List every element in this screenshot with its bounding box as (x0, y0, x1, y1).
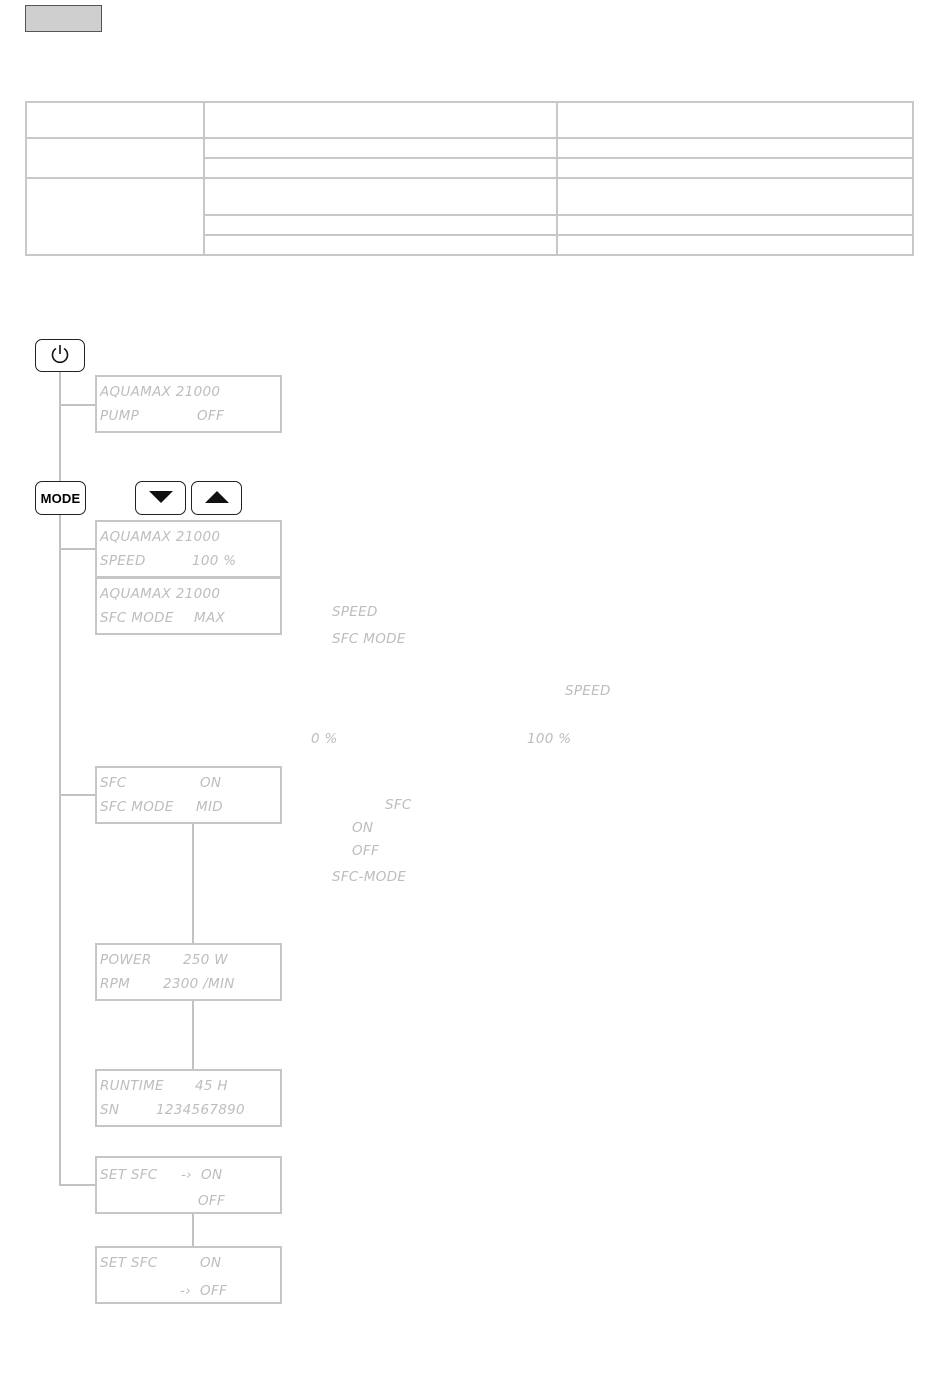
lcd-label: PUMP (100, 408, 140, 424)
note-sfc-mode-dash: SFC-MODE (332, 869, 407, 885)
table-cell (203, 213, 558, 236)
lcd-screen-pump-off: AQUAMAX 21000 PUMP OFF (95, 375, 282, 433)
note-on: ON (352, 820, 374, 836)
lcd-value: OFF (197, 408, 225, 424)
lcd-value: 1234567890 (156, 1102, 245, 1118)
connector-power-screen (59, 404, 95, 406)
lcd-screen-speed: AQUAMAX 21000 SPEED 100 % (95, 520, 282, 578)
lcd-label: SFC (100, 775, 127, 791)
down-button[interactable] (135, 481, 186, 515)
lcd-value: 100 % (192, 553, 237, 569)
table-cell (556, 213, 914, 236)
note-speed-ref: SPEED (565, 683, 611, 699)
table-cell (203, 137, 558, 160)
table-cell (203, 157, 558, 180)
lcd-label: SN (100, 1102, 120, 1118)
lcd-label: POWER (100, 952, 152, 968)
note-sfc: SFC (385, 797, 412, 813)
lcd-label: SET SFC (100, 1255, 158, 1271)
lcd-screen-sfc-mode: AQUAMAX 21000 SFC MODE MAX (95, 577, 282, 635)
spec-table (25, 100, 914, 257)
lcd-screen-set-sfc-off: SET SFC ON -› OFF (95, 1246, 282, 1304)
up-button[interactable] (191, 481, 242, 515)
connector-setsfc-screen (59, 1184, 95, 1186)
connector-speed-screen (59, 548, 95, 550)
lcd-value: 2300 /MIN (163, 976, 235, 992)
lcd-value: 45 H (195, 1078, 228, 1094)
mode-button[interactable]: MODE (35, 481, 86, 515)
lcd-value: MID (196, 799, 223, 815)
power-button[interactable] (35, 339, 85, 372)
table-cell (556, 157, 914, 180)
note-sfc-mode: SFC MODE (332, 631, 406, 647)
lcd-value: OFF (198, 1193, 226, 1209)
connector-setsfc-on-off (192, 1213, 194, 1246)
lcd-screen-set-sfc-on: SET SFC -› ON OFF (95, 1156, 282, 1214)
note-min-speed: 0 % (311, 731, 338, 747)
connector-sfc-power (192, 824, 194, 943)
connector-main-top (59, 371, 61, 483)
lcd-model: AQUAMAX 21000 (100, 384, 221, 400)
lcd-value: MAX (194, 610, 226, 626)
power-icon (49, 343, 71, 369)
lcd-model: AQUAMAX 21000 (100, 529, 221, 545)
lcd-label: RPM (100, 976, 131, 992)
table-cell (203, 233, 558, 257)
lcd-screen-power: POWER 250 W RPM 2300 /MIN (95, 943, 282, 1001)
lcd-model: AQUAMAX 21000 (100, 586, 221, 602)
arrow-up-icon (204, 489, 230, 508)
table-cell (556, 177, 914, 216)
lcd-value: -› OFF (180, 1283, 228, 1299)
table-header-cell (203, 100, 558, 140)
table-header-cell (556, 100, 914, 140)
lcd-screen-sfc-status: SFC ON SFC MODE MID (95, 766, 282, 824)
connector-power-runtime (192, 1001, 194, 1069)
lcd-label: SET SFC (100, 1167, 158, 1183)
arrow-down-icon (148, 489, 174, 508)
lcd-label: SFC MODE (100, 610, 174, 626)
lcd-label: SFC MODE (100, 799, 174, 815)
table-header-cell (25, 100, 205, 140)
lcd-label: SPEED (100, 553, 146, 569)
note-max-speed: 100 % (527, 731, 572, 747)
note-speed: SPEED (332, 604, 378, 620)
table-cell (25, 137, 205, 180)
lcd-screen-runtime: RUNTIME 45 H SN 1234567890 (95, 1069, 282, 1127)
mode-button-label: MODE (40, 490, 81, 506)
table-cell (556, 137, 914, 160)
lcd-value: -› ON (181, 1167, 223, 1183)
connector-sfc-screen (59, 794, 95, 796)
lcd-value: ON (200, 775, 222, 791)
table-cell (203, 177, 558, 216)
table-cell (25, 177, 205, 256)
lcd-value: 250 W (183, 952, 228, 968)
lcd-label: RUNTIME (100, 1078, 164, 1094)
header-tag-box (25, 5, 102, 32)
connector-main-vertical (59, 514, 61, 1186)
lcd-value: ON (200, 1255, 222, 1271)
note-off: OFF (352, 843, 380, 859)
table-cell (556, 233, 914, 257)
